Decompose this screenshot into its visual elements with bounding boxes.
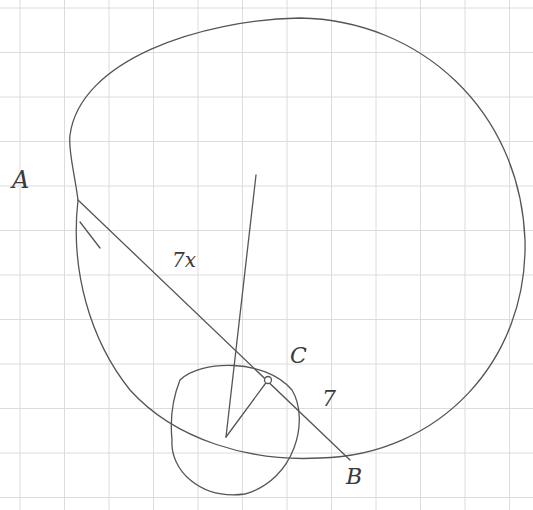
grid-line <box>287 0 288 510</box>
point-c <box>265 377 272 384</box>
grid-line <box>20 0 21 510</box>
grid-line <box>153 0 154 510</box>
grid-line <box>0 186 533 187</box>
grid-line <box>420 0 421 510</box>
grid-line <box>198 0 199 510</box>
grid-line <box>0 497 533 498</box>
radius-c <box>226 380 268 437</box>
grid-line <box>509 0 510 510</box>
grid-line <box>64 0 65 510</box>
grid-line <box>465 0 466 510</box>
grid-line <box>0 319 533 320</box>
grid-line <box>242 0 243 510</box>
grid-line <box>331 0 332 510</box>
point-label: A <box>12 168 29 192</box>
grid-line <box>0 230 533 231</box>
small-circle <box>171 365 299 494</box>
large-circle <box>70 18 525 458</box>
point-label: 7 <box>322 388 336 410</box>
tick-a <box>80 222 100 248</box>
point-label: B <box>346 466 362 488</box>
grid-line <box>109 0 110 510</box>
point-label: C <box>290 345 307 367</box>
grid-line <box>0 453 533 454</box>
grid-line <box>0 8 533 9</box>
radius-up <box>226 175 256 437</box>
grid-line <box>0 141 533 142</box>
grid-line <box>376 0 377 510</box>
grid-line <box>0 364 533 365</box>
grid-line <box>0 97 533 98</box>
segment-ab <box>78 200 350 460</box>
grid-line <box>0 52 533 53</box>
point-label: 7x <box>172 250 196 270</box>
